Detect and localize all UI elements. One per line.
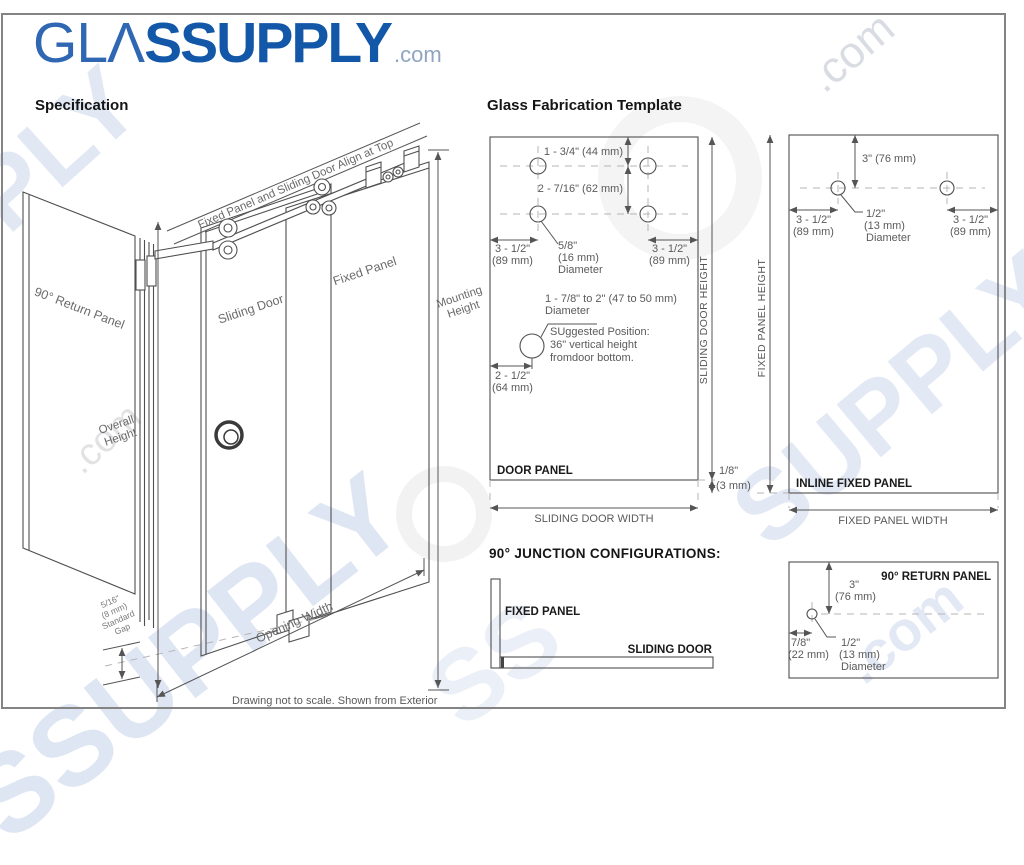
- page-border-frame: [1, 13, 1006, 709]
- specification-isometric-drawing: Fixed Panel and Sliding Door Align at To…: [22, 122, 484, 707]
- door-panel-template: 1 - 3/4" (44 mm) 2 - 7/16" (62 mm) 3 - 1…: [489, 136, 699, 525]
- door-dim-second: 2 - 7/16" (62 mm): [538, 183, 623, 195]
- fixed-panel-glass: [285, 161, 430, 629]
- door-dim-left-2: (89 mm): [492, 255, 533, 267]
- junction-plan-drawing: FIXED PANEL SLIDING DOOR: [490, 578, 714, 669]
- return-hole-dia-3: Diameter: [841, 661, 886, 673]
- fixed-hole-dia-1: 1/2": [866, 208, 885, 220]
- logo-gl: GL: [33, 11, 108, 75]
- top-mounting-brackets: [365, 145, 420, 189]
- return-dim-top-1: 3": [849, 579, 859, 591]
- roller-wheels: [218, 166, 404, 260]
- specification-heading: Specification: [35, 97, 129, 114]
- logo-ssupply: SSUPPLY: [144, 11, 393, 75]
- door-handle-knob: [214, 420, 244, 450]
- return-dim-top-2: (76 mm): [835, 591, 876, 603]
- drawing-footnote: Drawing not to scale. Shown from Exterio…: [232, 695, 438, 707]
- bottom-gap-dim-2: (3 mm): [716, 480, 751, 492]
- sliding-door-height-label: SLIDING DOOR HEIGHT: [698, 256, 710, 385]
- door-hole-dia-3: Diameter: [558, 264, 603, 276]
- door-suggested-1: SUggested Position:: [550, 326, 650, 338]
- fixed-dim-right-2: (89 mm): [950, 226, 991, 238]
- fixed-hole-dia-3: Diameter: [866, 232, 911, 244]
- door-hole-dia-2: (16 mm): [558, 252, 599, 264]
- door-suggested-3: fromdoor bottom.: [550, 352, 634, 364]
- junction-fixed-panel-label: FIXED PANEL: [505, 606, 580, 618]
- door-handle-dia-1: 1 - 7/8" to 2" (47 to 50 mm): [545, 293, 677, 305]
- junction-configurations-heading: 90° JUNCTION CONFIGURATIONS:: [489, 546, 721, 561]
- fixed-dim-left-1: 3 - 1/2": [796, 214, 831, 226]
- inline-fixed-panel-template: 3" (76 mm) 3 - 1/2" (89 mm) 1/2" (13 mm)…: [788, 134, 999, 527]
- sliding-door-width-label: SLIDING DOOR WIDTH: [534, 513, 653, 525]
- door-hole-dia-1: 5/8": [558, 240, 577, 252]
- door-dim-top: 1 - 3/4" (44 mm): [544, 146, 623, 158]
- fixed-dim-top: 3" (76 mm): [862, 153, 916, 165]
- fixed-panel-height-label: FIXED PANEL HEIGHT: [756, 259, 768, 378]
- standard-gap-dimension: 5/16" (8 mm) Standard Gap: [99, 593, 141, 686]
- logo-stylized-a: Λ: [107, 11, 145, 75]
- return-panel-template-label: 90° RETURN PANEL: [881, 571, 991, 583]
- fixed-dim-right-1: 3 - 1/2": [953, 214, 988, 226]
- door-dim-right-2: (89 mm): [649, 255, 690, 267]
- door-dim-left-1: 3 - 1/2": [495, 243, 530, 255]
- fixed-panel-label: Fixed Panel: [331, 254, 398, 288]
- inline-fixed-panel-label: INLINE FIXED PANEL: [796, 478, 912, 490]
- fixed-hole-dia-2: (13 mm): [864, 220, 905, 232]
- door-panel-label: DOOR PANEL: [497, 465, 573, 477]
- fixed-panel-width-label: FIXED PANEL WIDTH: [838, 515, 947, 527]
- return-panel-glass: [22, 191, 136, 595]
- return-panel-template: 90° RETURN PANEL 3" (76 mm) 7/8" (22 mm)…: [788, 561, 999, 679]
- return-dim-left-2: (22 mm): [788, 649, 829, 661]
- return-hole-dia-1: 1/2": [841, 637, 860, 649]
- return-hole-dia-2: (13 mm): [839, 649, 880, 661]
- door-handle-offset-2: (64 mm): [492, 382, 533, 394]
- fabrication-template-drawing: 1 - 3/4" (44 mm) 2 - 7/16" (62 mm) 3 - 1…: [489, 134, 999, 679]
- top-alignment-callout: Fixed Panel and Sliding Door Align at To…: [166, 122, 428, 245]
- logo-com-suffix: .com: [393, 42, 442, 67]
- sliding-door-label: Sliding Door: [216, 292, 285, 327]
- door-suggested-2: 36" vertical height: [550, 339, 637, 351]
- door-handle-dia-2: Diameter: [545, 305, 590, 317]
- door-dim-right-1: 3 - 1/2": [652, 243, 687, 255]
- mounting-height-dimension: Mounting Height: [428, 149, 484, 691]
- door-handle-offset-1: 2 - 1/2": [495, 370, 530, 382]
- bottom-gap-dim-1: 1/8": [719, 465, 738, 477]
- opening-width-dimension: Opening Width: [156, 558, 425, 702]
- fixed-dim-left-2: (89 mm): [793, 226, 834, 238]
- fabrication-template-heading: Glass Fabrication Template: [487, 97, 682, 114]
- junction-sliding-door-label: SLIDING DOOR: [628, 644, 713, 656]
- return-panel-label: 90° Return Panel: [32, 285, 126, 332]
- glassupply-logo: GLΛSSUPPLY.com: [33, 11, 442, 75]
- height-dimensions: SLIDING DOOR HEIGHT 1/8" (3 mm) FIXED PA…: [698, 135, 789, 494]
- return-dim-left-1: 7/8": [791, 637, 810, 649]
- corner-channel: [135, 238, 157, 628]
